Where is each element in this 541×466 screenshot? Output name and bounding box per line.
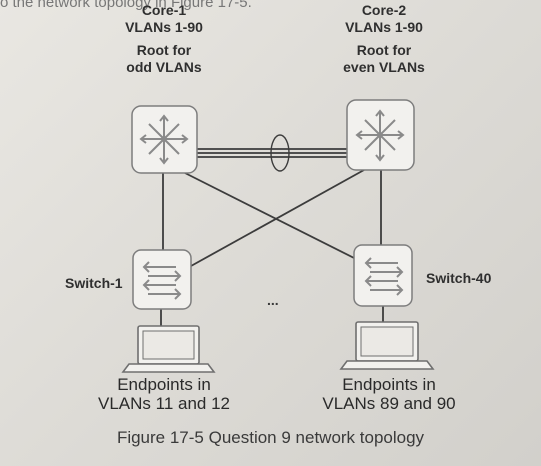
right-endpoint-laptop-icon[interactable]: [339, 321, 435, 370]
left-endpoints-line2: VLANs 11 and 12: [98, 394, 230, 413]
core2-multilayer-switch-icon[interactable]: [346, 99, 415, 171]
core1-label: Core-1 VLANs 1-90 Root for odd VLANs: [125, 2, 203, 76]
link-core1-switch40: [184, 172, 363, 263]
core2-arrows-icon: [355, 109, 405, 162]
left-endpoint-laptop-icon[interactable]: [121, 325, 216, 373]
core2-name: Core-2: [361, 2, 407, 18]
core2-role-line1: Root for: [356, 42, 412, 58]
core2-role-line2: even VLANs: [343, 59, 425, 75]
core1-name: Core-1: [141, 2, 187, 18]
core1-multilayer-switch-icon[interactable]: [131, 105, 198, 174]
switch1-arrows-icon: [142, 261, 182, 300]
page-header-text: o the network topology in Figure 17-5.: [0, 0, 252, 11]
left-endpoints-label: Endpoints in VLANs 11 and 12: [98, 375, 230, 413]
port-channel-ellipse: [270, 134, 290, 172]
core2-vlans: VLANs 1-90: [345, 19, 423, 35]
left-endpoints-line1: Endpoints in: [117, 375, 211, 394]
core1-role-line1: Root for: [136, 42, 192, 58]
ellipsis: ...: [267, 292, 279, 308]
links: [160, 134, 384, 326]
core1-role-line2: odd VLANs: [126, 59, 202, 75]
core1-vlans: VLANs 1-90: [125, 19, 203, 35]
core2-label: Core-2 VLANs 1-90 Root for even VLANs: [343, 2, 425, 76]
link-core2-switch1: [190, 169, 365, 267]
right-endpoints-line1: Endpoints in: [342, 375, 436, 394]
right-endpoints-line2: VLANs 89 and 90: [322, 394, 456, 413]
switch1-layer2-switch-icon[interactable]: [132, 249, 192, 310]
figure-caption: Figure 17-5 Question 9 network topology: [116, 428, 425, 447]
switch40-arrows-icon: [364, 257, 404, 296]
right-endpoints-label: Endpoints in VLANs 89 and 90: [322, 375, 455, 413]
switch40-layer2-switch-icon[interactable]: [353, 244, 413, 307]
switch40-label: Switch-40: [426, 270, 492, 286]
core1-arrows-icon: [139, 114, 189, 165]
switch1-label: Switch-1: [65, 275, 123, 291]
